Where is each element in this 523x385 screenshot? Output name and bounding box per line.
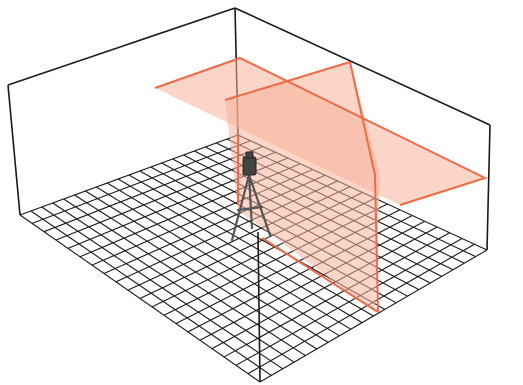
vertical-laser-line-floor (261, 237, 379, 313)
floor-grid-line (247, 243, 475, 375)
vertical-laser-plane (225, 62, 380, 312)
floor-grid-line (259, 249, 488, 383)
floor-grid-line (211, 226, 438, 350)
room-front-edges (257, 231, 261, 383)
tripod-laser-level-icon (230, 151, 272, 242)
floor-grid-line (199, 220, 426, 341)
floor-grid-line (223, 232, 450, 358)
vertical-laser-line-drop (374, 174, 379, 313)
laser-planes (154, 56, 488, 313)
vertical-laser-line-top (224, 61, 351, 101)
vertical-laser-line-front (349, 61, 376, 176)
floor-grid-line (235, 238, 463, 366)
